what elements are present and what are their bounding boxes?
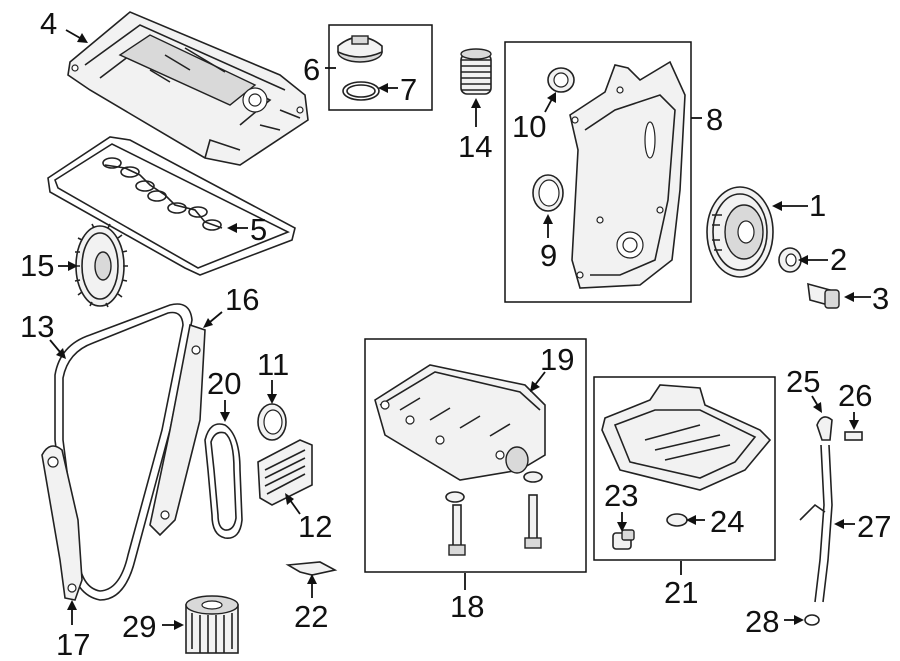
valve-cover (67, 11, 309, 166)
callout-27: 27 (857, 509, 891, 544)
callout-18: 18 (450, 589, 484, 624)
callout-2: 2 (830, 242, 847, 277)
callout-20: 20 (207, 366, 241, 401)
group-box-oil-pan (593, 376, 776, 561)
pan-seal (666, 513, 688, 527)
leader-lines (49, 29, 871, 630)
callout-25: 25 (786, 364, 820, 399)
oil-pan (601, 384, 772, 491)
filler-cap-seal (342, 81, 380, 101)
callout-3: 3 (872, 281, 889, 316)
chain-guide (149, 323, 206, 537)
callout-4: 4 (40, 6, 57, 41)
drain-plug (612, 529, 635, 550)
group-box-timing-cover (504, 41, 692, 303)
balance-shaft-chain (204, 423, 243, 539)
callout-26: 26 (838, 378, 872, 413)
callout-labels: 1 2 3 4 5 6 7 8 9 10 11 12 13 14 15 16 1… (20, 6, 891, 661)
dipstick-tube (799, 444, 833, 603)
callout-19: 19 (540, 342, 574, 377)
oil-filter (185, 595, 239, 654)
timing-chain (54, 303, 193, 601)
crank-seal (532, 174, 564, 212)
balance-shaft-module (374, 364, 546, 481)
callout-21: 21 (664, 575, 698, 610)
callout-28: 28 (745, 604, 779, 639)
callout-16: 16 (225, 282, 259, 317)
rear-seal (257, 403, 287, 441)
chain-tensioner-arm (41, 445, 83, 601)
callout-9: 9 (540, 238, 557, 273)
callout-13: 13 (20, 309, 54, 344)
crankshaft-pulley (706, 186, 774, 278)
callout-11: 11 (257, 347, 289, 382)
callout-24: 24 (710, 504, 744, 539)
timing-cover (569, 60, 686, 289)
oil-filler-cap (337, 35, 383, 63)
callout-5: 5 (250, 212, 267, 247)
callout-12: 12 (298, 509, 332, 544)
camshaft-sprocket (460, 48, 492, 95)
dipstick-handle (816, 416, 833, 441)
callout-1: 1 (809, 188, 826, 223)
callout-8: 8 (706, 102, 723, 137)
callout-15: 15 (20, 248, 54, 283)
callout-22: 22 (294, 599, 328, 634)
module-bolts (445, 471, 543, 556)
dipstick-o-ring (804, 614, 820, 626)
pulley-washer (778, 247, 802, 273)
front-seal (547, 67, 575, 93)
group-box-balance-shaft (364, 338, 587, 573)
callout-17: 17 (56, 627, 90, 661)
callout-6: 6 (303, 52, 320, 87)
oil-pump-screen (257, 439, 313, 506)
callout-29: 29 (122, 609, 156, 644)
dipstick-clip (844, 431, 863, 441)
pulley-bolt (807, 282, 840, 309)
callout-23: 23 (604, 478, 638, 513)
callout-10: 10 (512, 109, 546, 144)
intake-sprocket (74, 223, 128, 308)
valve-cover-gasket (47, 136, 296, 276)
callout-7: 7 (400, 72, 417, 107)
callout-14: 14 (458, 129, 492, 164)
baffle (285, 561, 338, 576)
